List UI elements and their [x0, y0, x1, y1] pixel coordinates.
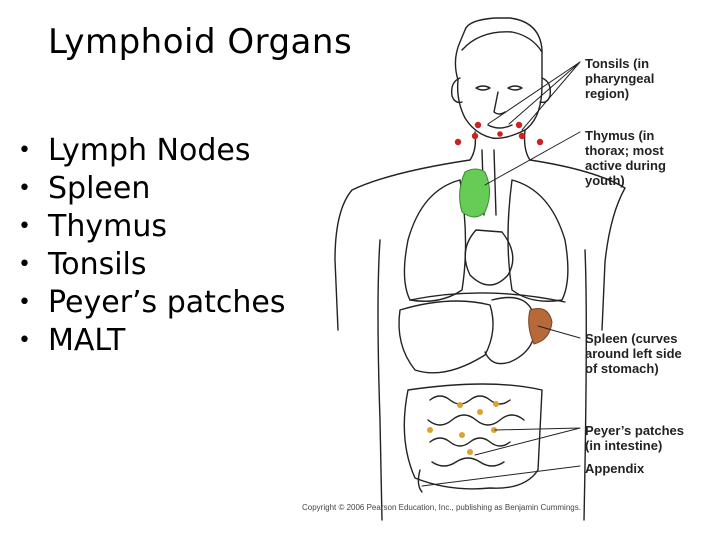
- tonsils-label: Tonsils (in pharyngeal region): [585, 56, 655, 101]
- bullet-text: Tonsils: [48, 247, 147, 282]
- lung-right: [507, 179, 569, 302]
- arm-right-inner: [583, 249, 587, 521]
- large-intestine: [403, 383, 543, 490]
- appendix-label: Appendix: [585, 461, 645, 476]
- ear-left: [450, 77, 463, 104]
- bullet-text: Thymus: [48, 209, 167, 244]
- bullet-icon: •: [18, 290, 31, 315]
- diaphragm: [409, 292, 566, 303]
- bullet-text: Peyer’s patches: [48, 285, 286, 320]
- thymus-label: Thymus (in thorax; most active during yo…: [585, 128, 666, 188]
- body-diagram: [334, 17, 626, 521]
- bullet-list: • Lymph Nodes • Spleen • Thymus • Tonsils • P…: [18, 132, 286, 360]
- eye-left: [475, 85, 491, 91]
- tonsils-icon: [454, 121, 544, 146]
- head-outline: [454, 17, 543, 140]
- nose: [493, 91, 506, 115]
- arm-left-inner: [377, 239, 383, 521]
- mouth: [487, 124, 513, 129]
- bullet-icon: •: [18, 252, 31, 277]
- list-item: • Spleen: [18, 170, 286, 208]
- anatomy-figure: Tonsils (in pharyngeal region) Thymus (i…: [280, 0, 720, 540]
- torso-outline: [334, 159, 626, 331]
- peyers-patches-label: Peyer’s patches (in intestine): [585, 423, 685, 453]
- list-item: • MALT: [18, 322, 286, 360]
- list-item: • Peyer’s patches: [18, 284, 286, 322]
- liver: [398, 300, 494, 374]
- hair: [461, 31, 543, 53]
- appendix: [417, 469, 423, 493]
- eye-right: [507, 85, 523, 91]
- peyers-patches-icon: [427, 401, 499, 455]
- ear-right: [539, 77, 552, 104]
- bullet-icon: •: [18, 328, 31, 353]
- lung-left: [403, 179, 467, 302]
- bullet-text: Spleen: [48, 171, 151, 206]
- bullet-icon: •: [18, 214, 31, 239]
- small-intestine: [427, 395, 525, 467]
- stomach: [484, 296, 536, 365]
- list-item: • Tonsils: [18, 246, 286, 284]
- thymus-icon: [459, 168, 490, 218]
- list-item: • Lymph Nodes: [18, 132, 286, 170]
- copyright-text: Copyright © 2006 Pearson Education, Inc.…: [302, 503, 581, 512]
- spleen-label: Spleen (curves around left side of stoma…: [585, 331, 682, 376]
- leader-lines: [421, 61, 581, 487]
- bullet-icon: •: [18, 138, 31, 163]
- list-item: • Thymus: [18, 208, 286, 246]
- bullet-text: MALT: [48, 323, 126, 358]
- heart: [464, 229, 514, 286]
- bullet-icon: •: [18, 176, 31, 201]
- slide-title: Lymphoid Organs: [48, 22, 353, 62]
- bullet-text: Lymph Nodes: [48, 133, 251, 168]
